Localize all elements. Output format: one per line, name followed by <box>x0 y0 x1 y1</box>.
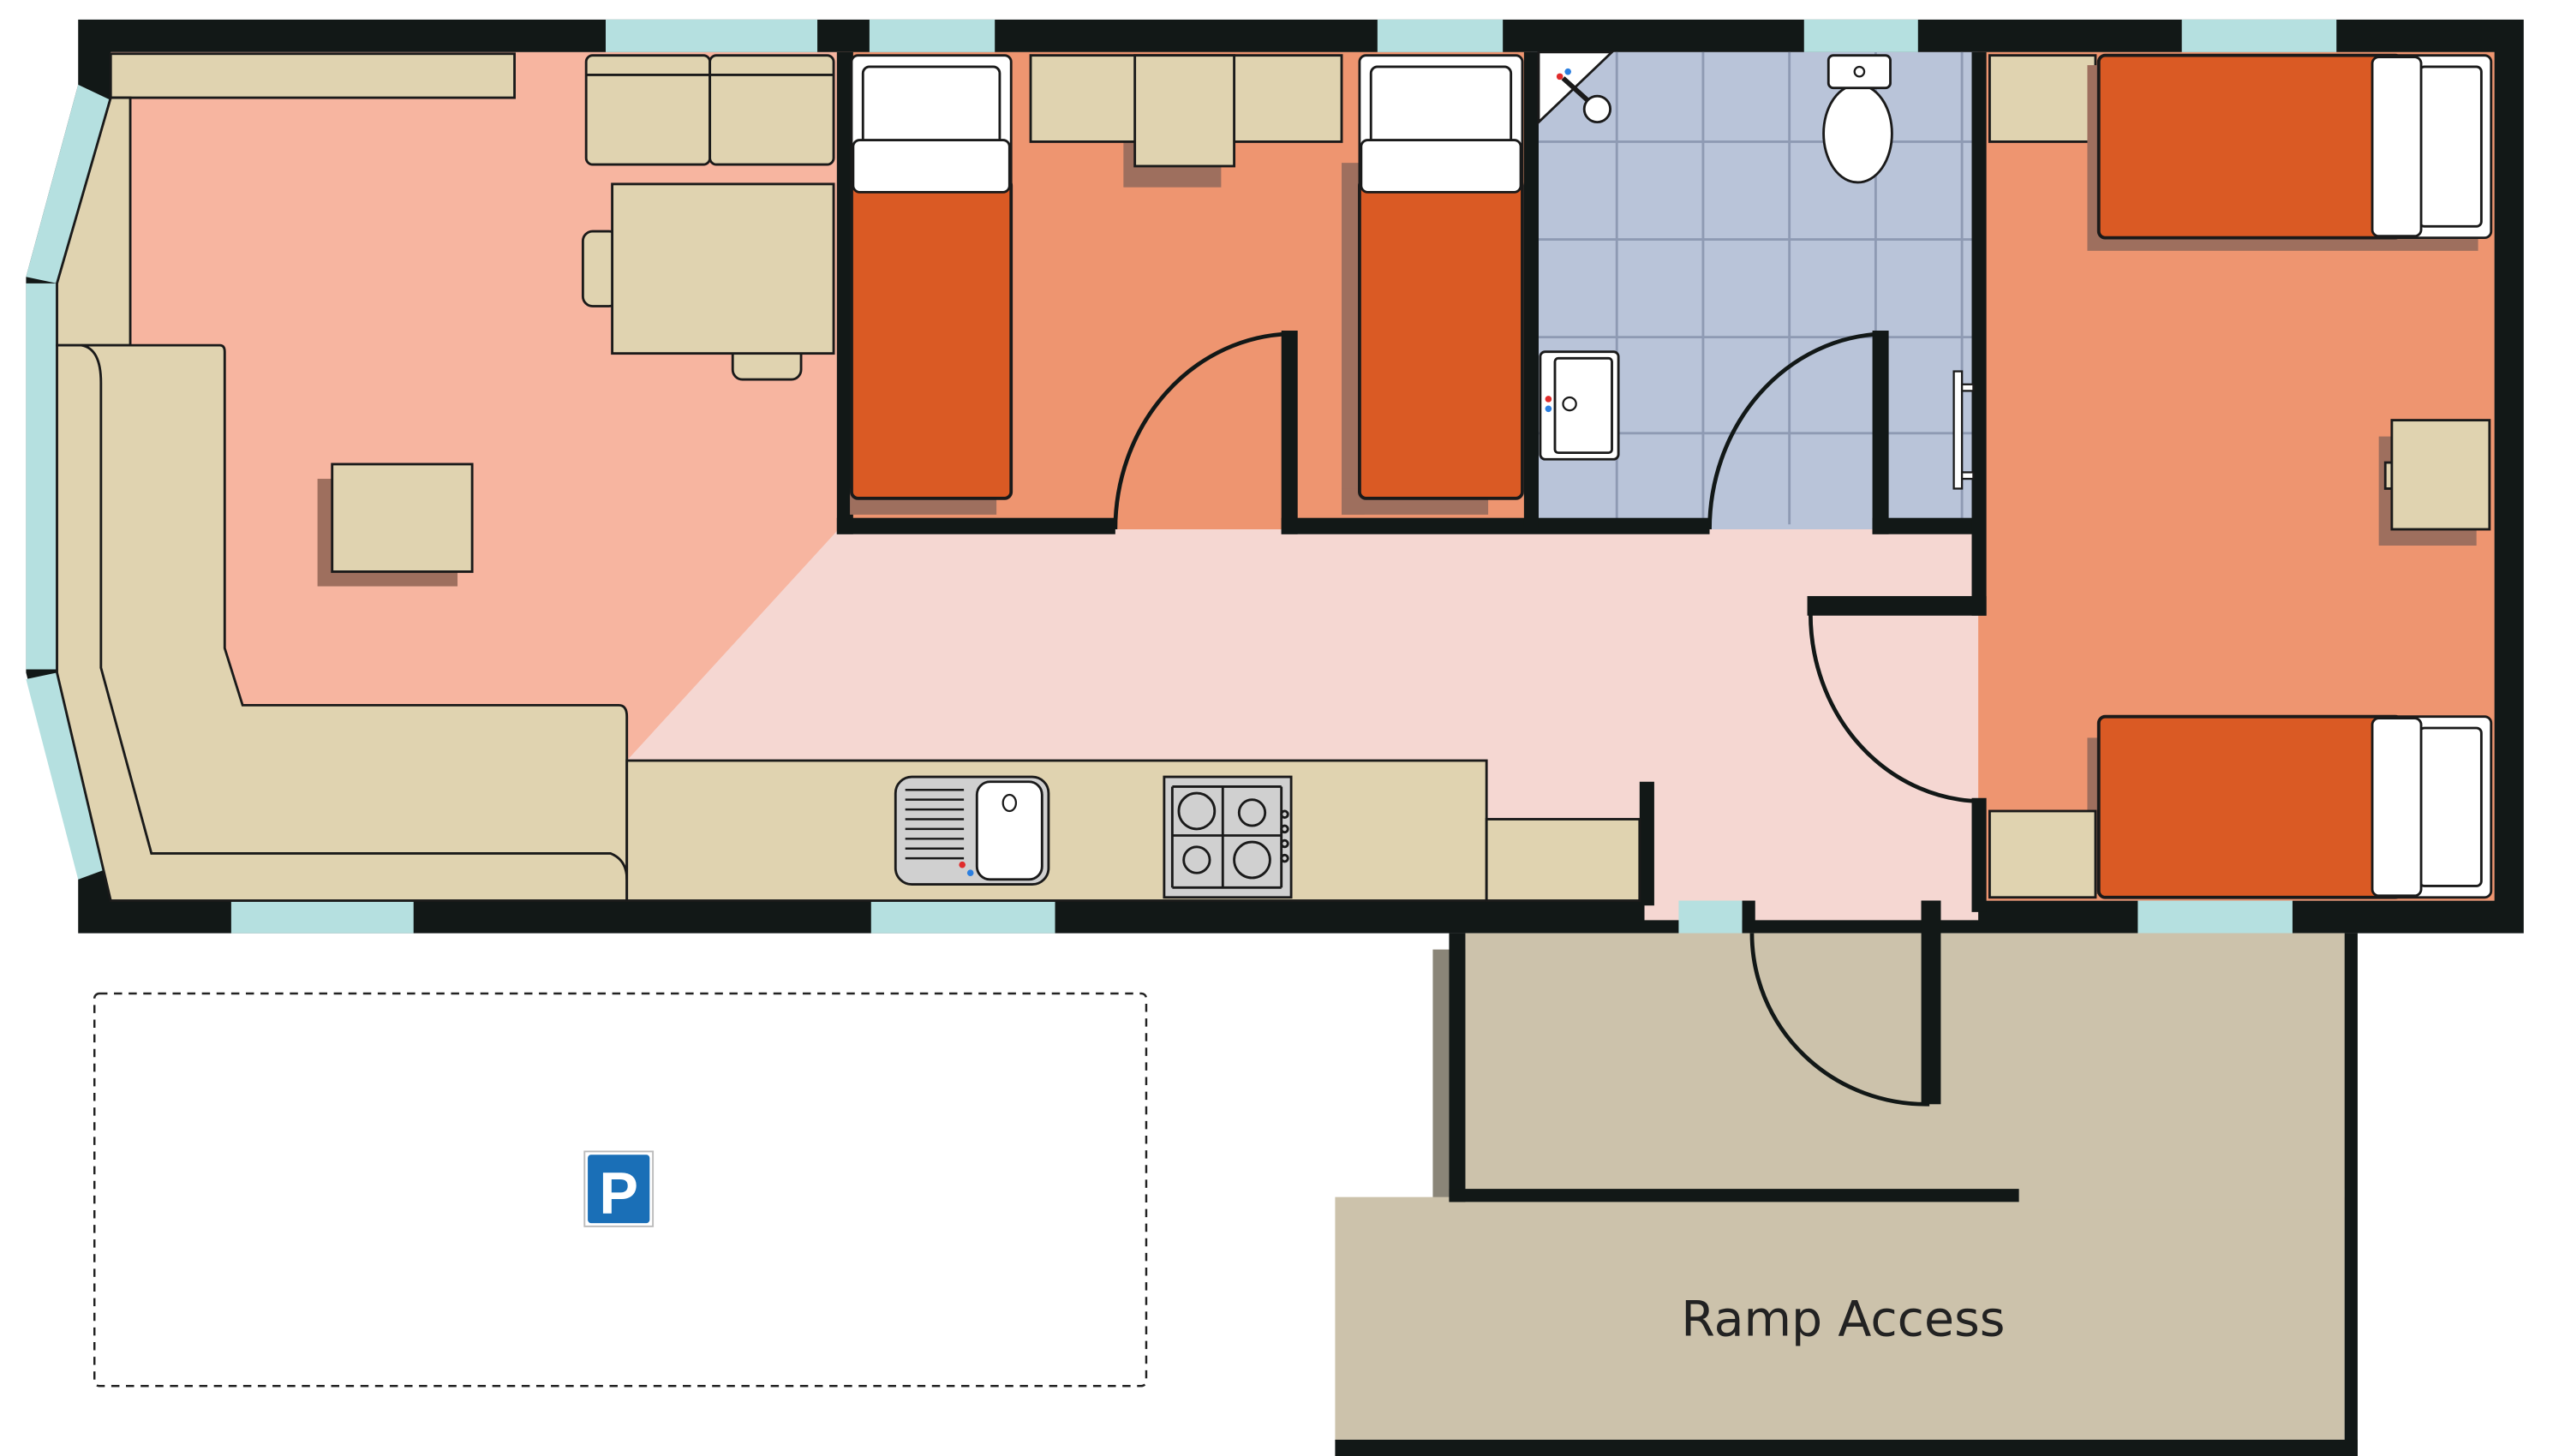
window <box>605 19 818 52</box>
window <box>1377 19 1504 52</box>
single-bed <box>2096 53 2493 240</box>
porch-floor <box>2018 933 2345 1210</box>
toilet[interactable] <box>1822 54 1893 184</box>
armchair <box>584 54 712 166</box>
bedroom-2-door[interactable] <box>1808 612 1983 803</box>
bay-window <box>26 283 57 670</box>
single-bed <box>850 54 1013 500</box>
hob[interactable] <box>1163 775 1293 899</box>
window <box>1803 19 1918 52</box>
corner-sofa <box>56 343 629 902</box>
parking-space <box>93 992 1148 1387</box>
single-bed <box>2096 714 2493 899</box>
bathroom-sink[interactable] <box>1539 350 1620 461</box>
parking-sign: P <box>583 1150 655 1227</box>
kitchen-counter <box>625 759 1488 902</box>
bathroom-door[interactable] <box>1707 331 1881 530</box>
ramp-access-label: Ramp Access <box>1681 1291 2005 1347</box>
bay-window <box>26 672 110 880</box>
desk <box>1133 54 1236 168</box>
dining-table <box>611 182 835 355</box>
window <box>869 19 995 52</box>
kitchen-counter-end <box>1485 818 1641 902</box>
bedside-table <box>1988 809 2097 899</box>
windows <box>26 19 2337 934</box>
bedside-table <box>1988 54 2097 143</box>
single-bed <box>1358 54 1524 500</box>
window <box>230 900 414 934</box>
shelf <box>109 52 516 99</box>
window <box>2137 900 2293 934</box>
ramp-floor <box>1335 1196 2345 1441</box>
bathroom-tiles <box>1538 51 1974 525</box>
shower[interactable] <box>1537 51 1616 125</box>
coffee-table <box>331 462 474 573</box>
window <box>2181 19 2337 52</box>
entrance-door[interactable] <box>1749 933 1930 1107</box>
parking-label: P <box>599 1161 638 1226</box>
bedroom-1-door[interactable] <box>1113 331 1290 530</box>
towel-rail <box>1952 370 1975 490</box>
window <box>870 900 1055 934</box>
window <box>1678 900 1743 934</box>
kitchen-sink[interactable] <box>894 775 1050 886</box>
porch-walls <box>1335 900 2358 1456</box>
bay-window <box>26 84 110 283</box>
bedroom-table <box>2390 419 2491 531</box>
armchair <box>709 54 835 166</box>
interior-walls <box>836 51 1987 1105</box>
